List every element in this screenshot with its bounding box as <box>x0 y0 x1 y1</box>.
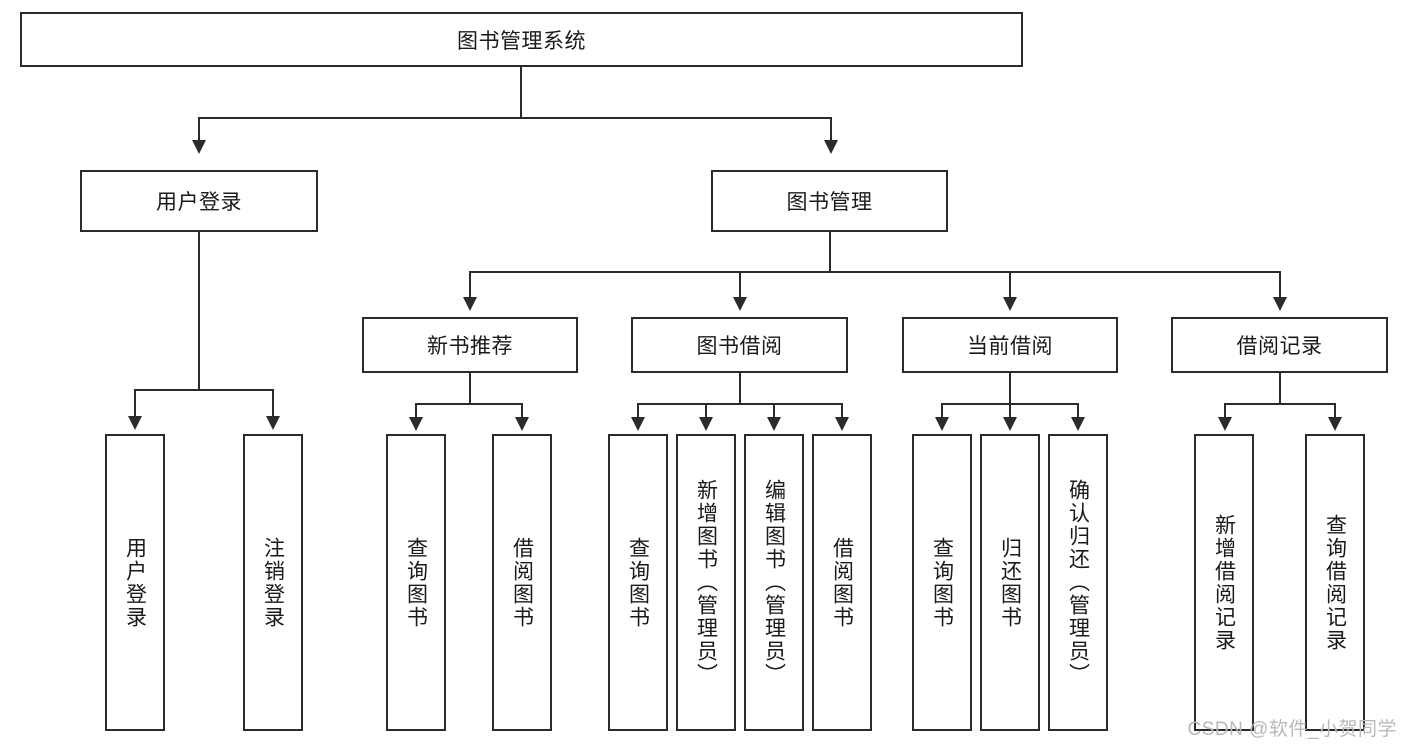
leaf-add-book-label: 新增图书（管理员） <box>694 479 718 686</box>
leaf-add-book[interactable]: 新增图书（管理员） <box>676 434 736 731</box>
edge-book-borrow-stem <box>739 373 741 403</box>
edge-drop-leaf-query-record <box>1334 403 1336 419</box>
edge-drop-leaf-user-login <box>134 389 136 418</box>
node-book-borrow[interactable]: 图书借阅 <box>631 317 848 373</box>
leaf-query-book-1[interactable]: 查询图书 <box>386 434 446 731</box>
arrow-leaf-borrow-book-2 <box>835 417 849 431</box>
arrow-leaf-confirm-return <box>1071 417 1085 431</box>
leaf-confirm-return-label: 确认归还（管理员） <box>1066 479 1090 686</box>
edge-user-login-stem <box>198 232 200 389</box>
arrow-new-book-recommend <box>463 297 477 311</box>
arrow-leaf-return-book <box>1003 417 1017 431</box>
leaf-return-book[interactable]: 归还图书 <box>980 434 1040 731</box>
arrow-leaf-query-book-1 <box>409 417 423 431</box>
arrow-leaf-edit-book <box>767 417 781 431</box>
leaf-return-book-label: 归还图书 <box>998 536 1022 629</box>
leaf-confirm-return[interactable]: 确认归还（管理员） <box>1048 434 1108 731</box>
edge-drop-leaf-add-record <box>1224 403 1226 419</box>
edge-drop-leaf-query-book-3 <box>941 403 943 419</box>
edge-drop-leaf-borrow-book-2 <box>841 403 843 419</box>
edge-current-borrow-stem <box>1009 373 1011 403</box>
edge-book-management-stem <box>829 232 831 271</box>
node-root[interactable]: 图书管理系统 <box>20 12 1023 67</box>
node-borrow-record-label: 借阅记录 <box>1236 335 1323 358</box>
arrow-leaf-add-book <box>699 417 713 431</box>
leaf-query-book-1-label: 查询图书 <box>404 536 428 629</box>
edge-drop-book-management <box>830 117 832 142</box>
arrow-leaf-query-book-3 <box>935 417 949 431</box>
edge-drop-leaf-return-book <box>1009 403 1011 419</box>
node-book-management-label: 图书管理 <box>786 191 873 214</box>
edge-root-stem <box>520 67 522 117</box>
edge-bus-level2 <box>198 117 832 119</box>
arrow-book-management <box>824 140 838 154</box>
edge-bus-user-login-leaves <box>134 389 273 391</box>
leaf-add-record[interactable]: 新增借阅记录 <box>1194 434 1254 731</box>
edge-drop-leaf-confirm-return <box>1077 403 1079 419</box>
edge-drop-leaf-borrow-book-1 <box>521 403 523 419</box>
node-new-book-recommend-label: 新书推荐 <box>427 335 513 358</box>
node-borrow-record[interactable]: 借阅记录 <box>1171 317 1388 373</box>
leaf-borrow-book-2[interactable]: 借阅图书 <box>812 434 872 731</box>
leaf-query-book-2[interactable]: 查询图书 <box>608 434 668 731</box>
node-current-borrow[interactable]: 当前借阅 <box>902 317 1118 373</box>
leaf-edit-book[interactable]: 编辑图书（管理员） <box>744 434 804 731</box>
arrow-user-login <box>192 140 206 154</box>
node-current-borrow-label: 当前借阅 <box>967 335 1053 358</box>
edge-new-book-recommend-stem <box>469 373 471 403</box>
leaf-query-book-3[interactable]: 查询图书 <box>912 434 972 731</box>
edge-bus-borrow-record-leaves <box>1224 403 1336 405</box>
node-new-book-recommend[interactable]: 新书推荐 <box>362 317 578 373</box>
edge-drop-current-borrow <box>1009 271 1011 299</box>
node-book-borrow-label: 图书借阅 <box>696 335 783 358</box>
leaf-add-record-label: 新增借阅记录 <box>1212 513 1236 652</box>
edge-drop-leaf-query-book-1 <box>415 403 417 419</box>
edge-drop-leaf-edit-book <box>773 403 775 419</box>
arrow-leaf-logout <box>266 416 280 430</box>
edge-drop-leaf-add-book <box>705 403 707 419</box>
edge-drop-leaf-query-book-2 <box>637 403 639 419</box>
leaf-logout-label: 注销登录 <box>261 536 285 629</box>
leaf-edit-book-label: 编辑图书（管理员） <box>762 479 786 686</box>
leaf-borrow-book-1-label: 借阅图书 <box>510 536 534 629</box>
watermark: CSDN @软件_小贺同学 <box>1187 719 1397 740</box>
leaf-logout[interactable]: 注销登录 <box>243 434 303 731</box>
node-user-login[interactable]: 用户登录 <box>80 170 318 232</box>
leaf-borrow-book-2-label: 借阅图书 <box>830 536 854 629</box>
arrow-leaf-user-login <box>128 416 142 430</box>
edge-bus-level3 <box>469 271 1280 273</box>
leaf-query-record-label: 查询借阅记录 <box>1323 513 1347 652</box>
edge-drop-user-login <box>198 117 200 142</box>
arrow-leaf-add-record <box>1218 417 1232 431</box>
edge-drop-new-book-recommend <box>469 271 471 299</box>
leaf-query-record[interactable]: 查询借阅记录 <box>1305 434 1365 731</box>
leaf-query-book-3-label: 查询图书 <box>930 536 954 629</box>
edge-drop-book-borrow <box>739 271 741 299</box>
arrow-leaf-query-record <box>1328 417 1342 431</box>
edge-borrow-record-stem <box>1279 373 1281 403</box>
node-book-management[interactable]: 图书管理 <box>711 170 948 232</box>
arrow-book-borrow <box>733 297 747 311</box>
leaf-query-book-2-label: 查询图书 <box>626 536 650 629</box>
edge-drop-borrow-record <box>1279 271 1281 299</box>
arrow-leaf-query-book-2 <box>631 417 645 431</box>
leaf-borrow-book-1[interactable]: 借阅图书 <box>492 434 552 731</box>
edge-bus-new-book-recommend-leaves <box>415 403 523 405</box>
arrow-leaf-borrow-book-1 <box>515 417 529 431</box>
arrow-borrow-record <box>1273 297 1287 311</box>
arrow-current-borrow <box>1003 297 1017 311</box>
leaf-user-login[interactable]: 用户登录 <box>105 434 165 731</box>
edge-bus-book-borrow-leaves <box>637 403 842 405</box>
edge-drop-leaf-logout <box>272 389 274 418</box>
node-root-label: 图书管理系统 <box>457 29 586 53</box>
leaf-user-login-label: 用户登录 <box>123 536 147 629</box>
node-user-login-label: 用户登录 <box>156 191 242 214</box>
